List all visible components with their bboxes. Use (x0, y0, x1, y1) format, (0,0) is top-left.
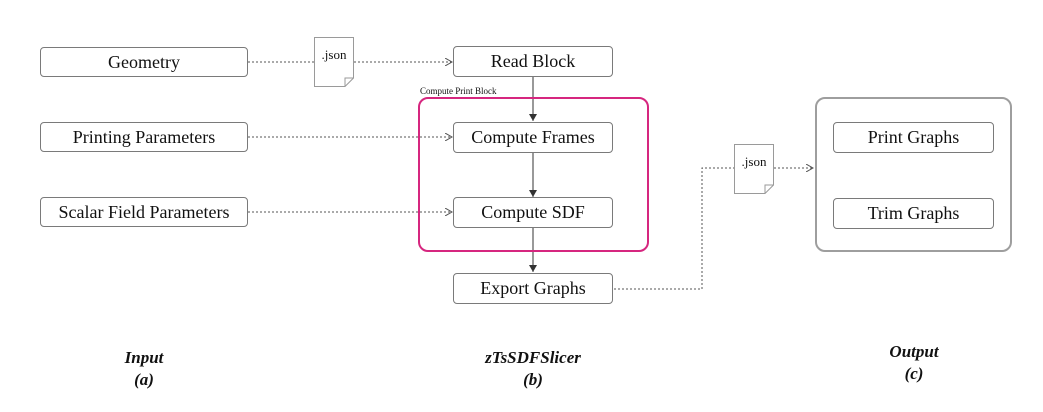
printing-parameters-label: Printing Parameters (72, 126, 216, 147)
output-json-label: .json (741, 154, 767, 169)
input-json-label: .json (321, 47, 347, 62)
output-caption-tag: (c) (904, 364, 924, 383)
compute-print-block-label: Compute Print Block (420, 86, 497, 96)
export-graphs-label: Export Graphs (480, 278, 586, 298)
scalar-field-parameters-label: Scalar Field Parameters (58, 201, 230, 222)
compute-print-block-group (418, 97, 649, 252)
output-caption-title: Output (889, 342, 939, 361)
input-caption-tag: (a) (134, 370, 154, 389)
trim-graphs-label: Trim Graphs (867, 203, 960, 223)
compute-sdf-box: Compute SDF (453, 197, 613, 228)
scalar-field-parameters-box: Scalar Field Parameters (40, 197, 248, 227)
read-block-box: Read Block (453, 46, 613, 77)
print-graphs-box: Print Graphs (833, 122, 994, 153)
output-caption: Output (c) (844, 341, 984, 385)
compute-frames-label: Compute Frames (471, 127, 595, 147)
input-caption: Input (a) (74, 347, 214, 391)
trim-graphs-box: Trim Graphs (833, 198, 994, 229)
output-group (815, 97, 1012, 252)
slicer-caption-title: zTsSDFSlicer (485, 348, 581, 367)
input-caption-title: Input (124, 348, 164, 367)
print-graphs-label: Print Graphs (867, 127, 960, 147)
slicer-caption: zTsSDFSlicer (b) (463, 347, 603, 391)
document-icon (734, 144, 774, 194)
printing-parameters-box: Printing Parameters (40, 122, 248, 152)
compute-sdf-label: Compute SDF (481, 202, 585, 222)
document-icon (314, 37, 354, 87)
connector-export-graphs-to-output-json (614, 167, 734, 290)
read-block-label: Read Block (490, 51, 576, 71)
input-json-file: .json (314, 37, 354, 87)
output-json-file: .json (734, 144, 774, 194)
geometry-label: Geometry (108, 51, 180, 72)
slicer-caption-tag: (b) (523, 370, 543, 389)
geometry-box: Geometry (40, 47, 248, 77)
compute-frames-box: Compute Frames (453, 122, 613, 153)
export-graphs-box: Export Graphs (453, 273, 613, 304)
